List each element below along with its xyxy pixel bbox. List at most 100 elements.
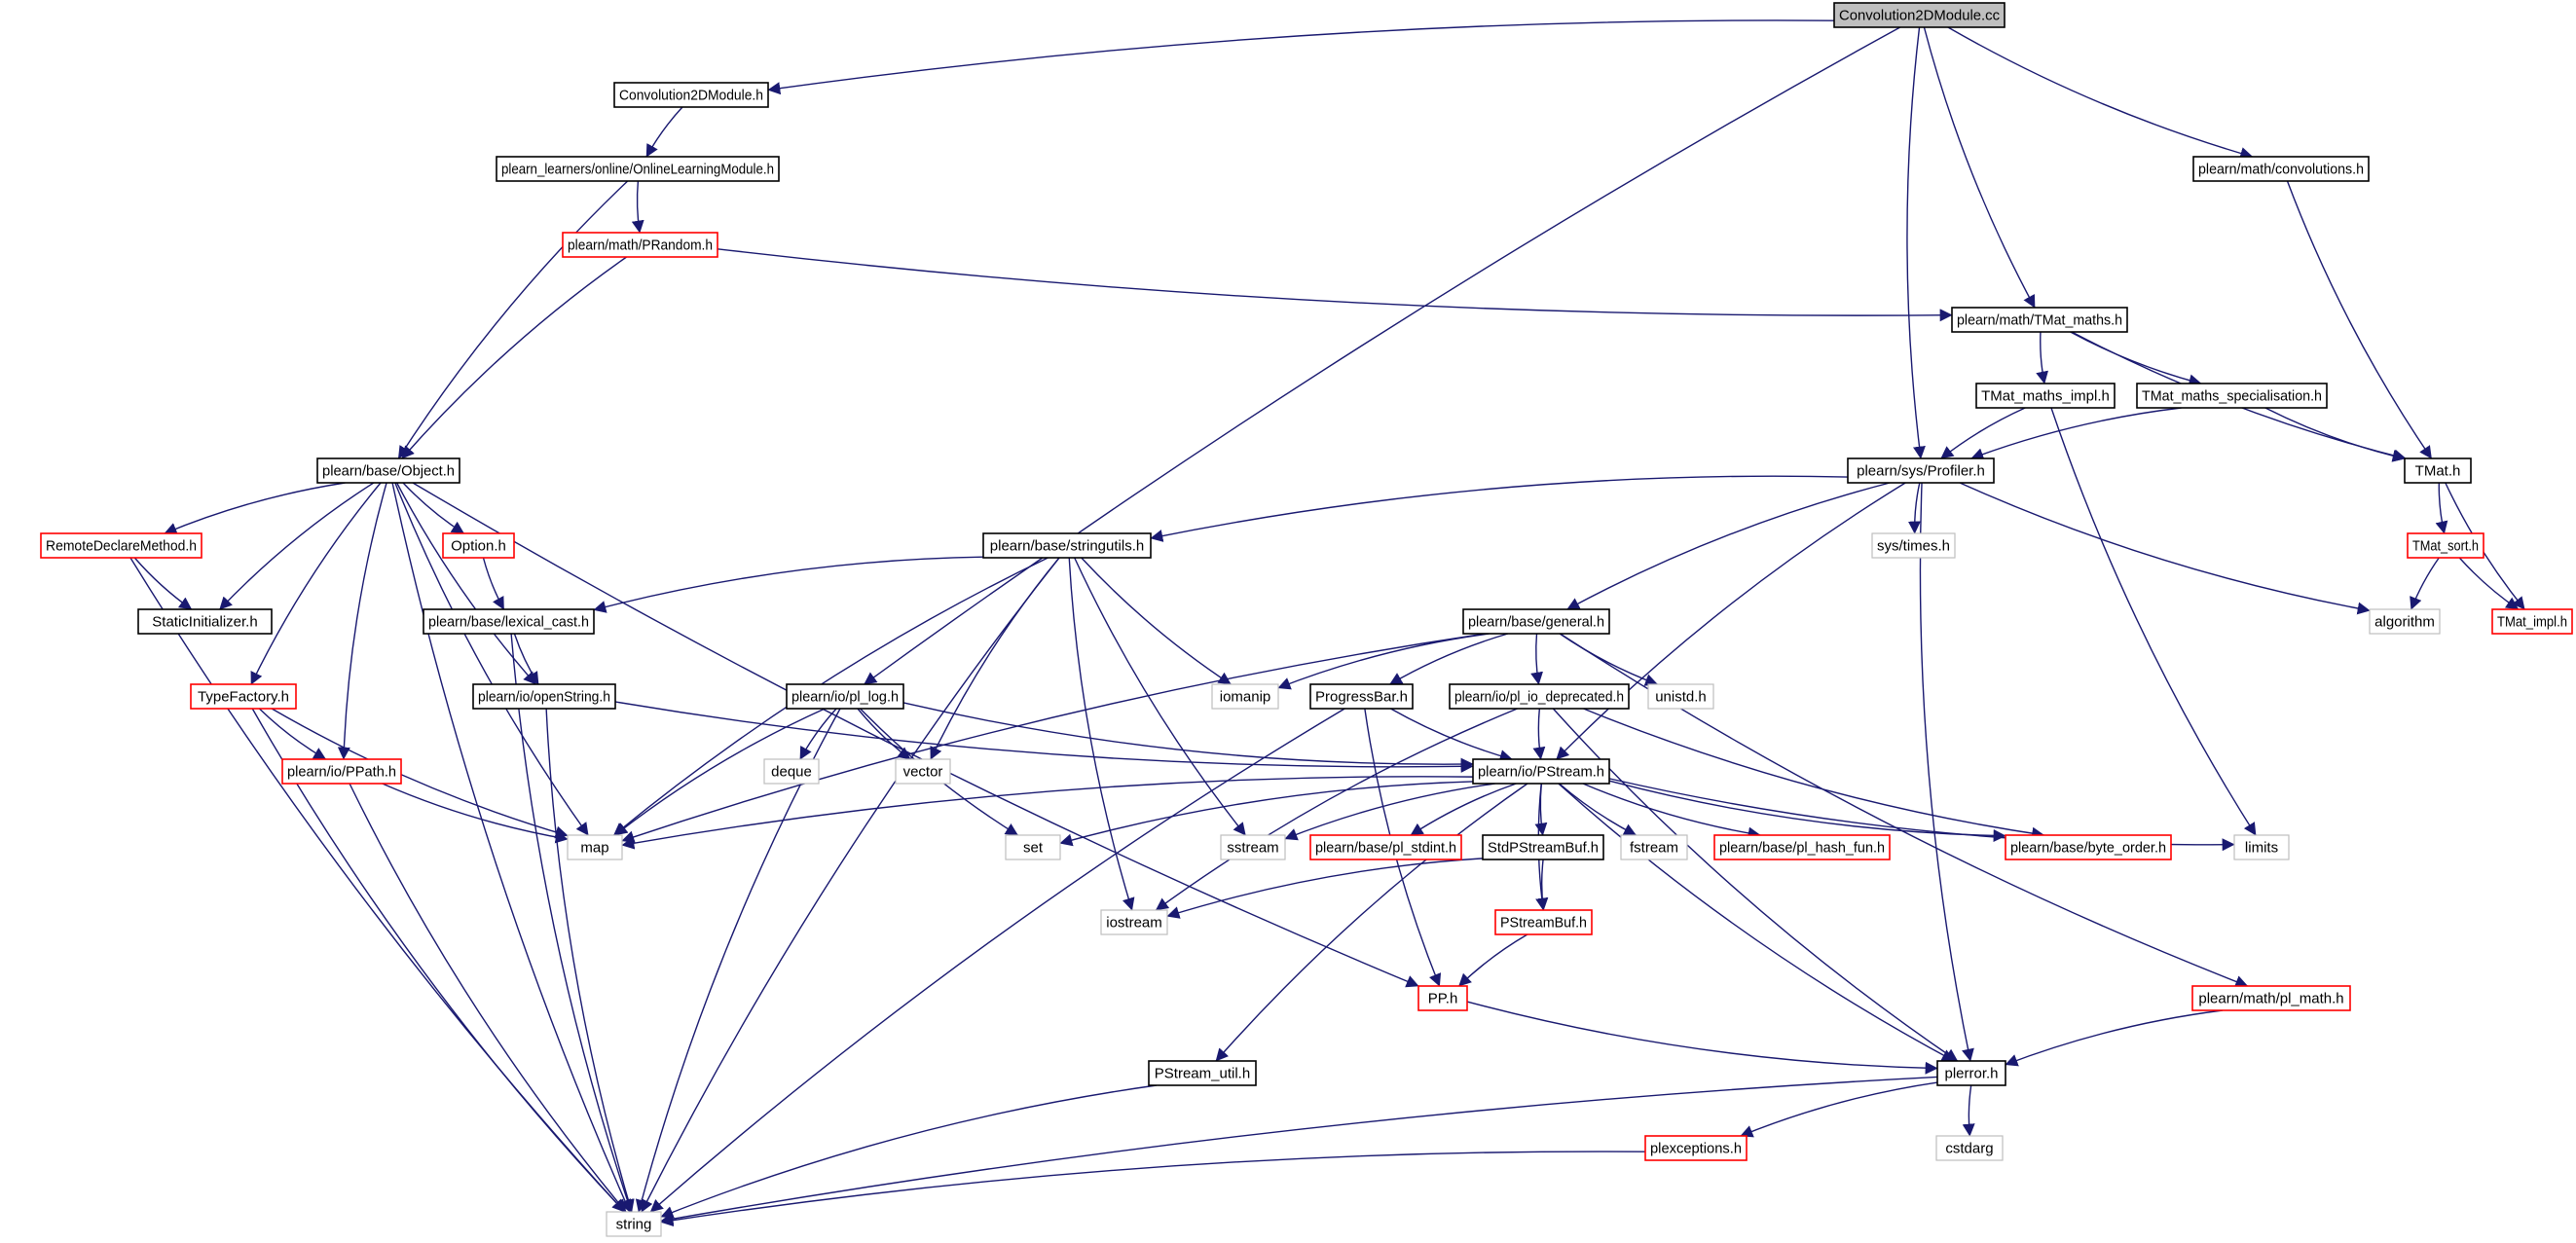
edge-root-to-tmat_maths	[1923, 26, 2036, 309]
node-vector[interactable]: vector	[895, 758, 951, 785]
node-option[interactable]: Option.h	[442, 532, 515, 559]
node-box-pl_log	[786, 683, 904, 710]
edge-profiler-to-plerror	[1919, 482, 1974, 1062]
node-deque[interactable]: deque	[763, 758, 820, 785]
node-label-option: Option.h	[451, 538, 506, 555]
edge-pl_math-to-plerror	[2005, 1009, 2224, 1067]
node-label-fstream: fstream	[1630, 840, 1678, 857]
edge-tmat_sort-to-algorithm	[2410, 557, 2440, 610]
node-tmat_maths[interactable]: plearn/math/TMat_maths.h	[1951, 307, 2128, 333]
edge-object-to-string	[391, 482, 631, 1213]
node-pl_math[interactable]: plearn/math/pl_math.h	[2191, 985, 2351, 1011]
node-typefactory[interactable]: TypeFactory.h	[190, 683, 297, 710]
node-label-staticinit: StaticInitializer.h	[152, 614, 257, 631]
node-pstream[interactable]: plearn/io/PStream.h	[1472, 758, 1610, 785]
node-set[interactable]: set	[1005, 834, 1061, 860]
node-box-general	[1462, 608, 1610, 635]
node-iostream[interactable]: iostream	[1100, 909, 1168, 935]
node-label-openstring: plearn/io/openString.h	[478, 689, 610, 706]
node-ppath[interactable]: plearn/io/PPath.h	[281, 758, 402, 785]
edge-root-to-conv_h	[767, 19, 1835, 95]
node-box-plerror	[1936, 1060, 2006, 1086]
node-pstreambuf[interactable]: PStreamBuf.h	[1494, 909, 1593, 935]
edge-pl_log-to-map	[614, 708, 826, 836]
node-plerror[interactable]: plerror.h	[1936, 1060, 2006, 1086]
edge-general-to-progressbar	[1389, 633, 1509, 685]
edge-remote-to-staticinit	[133, 557, 193, 610]
node-sstream[interactable]: sstream	[1220, 834, 1286, 860]
edge-convolutions-to-tmat	[2286, 180, 2433, 459]
node-map[interactable]: map	[567, 834, 623, 860]
edge-pstream-to-sstream	[1284, 783, 1495, 841]
node-box-pstreambuf	[1494, 909, 1593, 935]
node-tmat_sort[interactable]: TMat_sort.h	[2407, 532, 2484, 559]
node-label-tmat: TMat.h	[2415, 463, 2461, 480]
node-tmat_maths_spec[interactable]: TMat_maths_specialisation.h	[2136, 383, 2328, 409]
node-stringutils[interactable]: plearn/base/stringutils.h	[982, 532, 1152, 559]
node-systimes[interactable]: sys/times.h	[1871, 532, 1956, 559]
node-box-set	[1005, 834, 1061, 860]
node-limits[interactable]: limits	[2233, 834, 2290, 860]
node-box-vector	[895, 758, 951, 785]
node-box-fstream	[1620, 834, 1688, 860]
node-box-prandom	[562, 232, 718, 258]
node-string[interactable]: string	[606, 1211, 662, 1237]
node-tmat_impl[interactable]: TMat_impl.h	[2491, 608, 2573, 635]
edge-profiler-to-systimes	[1907, 482, 1921, 534]
edge-root-to-pl_log	[864, 26, 1901, 685]
node-progressbar[interactable]: ProgressBar.h	[1309, 683, 1414, 710]
node-tmat[interactable]: TMat.h	[2404, 457, 2472, 484]
edge-root-to-convolutions	[1947, 26, 2254, 160]
node-fstream[interactable]: fstream	[1620, 834, 1688, 860]
node-algorithm[interactable]: algorithm	[2369, 608, 2441, 635]
edge-pp-to-plerror	[1466, 1001, 1938, 1075]
node-box-ppath	[281, 758, 402, 785]
node-pl_io_dep[interactable]: plearn/io/pl_io_deprecated.h	[1449, 683, 1630, 710]
node-label-algorithm: algorithm	[2374, 614, 2435, 631]
node-cstdarg[interactable]: cstdarg	[1935, 1135, 2004, 1161]
node-label-convolutions: plearn/math/convolutions.h	[2198, 162, 2364, 178]
node-iomanip[interactable]: iomanip	[1211, 683, 1279, 710]
node-remote[interactable]: RemoteDeclareMethod.h	[40, 532, 202, 559]
node-prandom[interactable]: plearn/math/PRandom.h	[562, 232, 718, 258]
node-convolutions[interactable]: plearn/math/convolutions.h	[2192, 156, 2370, 182]
edge-prandom-to-tmat_maths	[717, 248, 1953, 322]
edge-pl_io_dep-to-byte_order	[1583, 708, 2045, 840]
node-box-unistd	[1647, 683, 1714, 710]
node-pl_hash_fun[interactable]: plearn/base/pl_hash_fun.h	[1713, 834, 1891, 860]
node-pl_stdint[interactable]: plearn/base/pl_stdint.h	[1309, 834, 1462, 860]
edges-layer	[129, 19, 2525, 1227]
node-pl_log[interactable]: plearn/io/pl_log.h	[786, 683, 904, 710]
node-general[interactable]: plearn/base/general.h	[1462, 608, 1610, 635]
node-staticinit[interactable]: StaticInitializer.h	[137, 608, 273, 635]
node-box-olm	[496, 156, 780, 182]
node-root[interactable]: Convolution2DModule.cc	[1833, 2, 2006, 28]
node-pp[interactable]: PP.h	[1417, 985, 1468, 1011]
edge-pl_io_dep-to-iostream	[1155, 708, 1518, 911]
node-profiler[interactable]: plearn/sys/Profiler.h	[1847, 457, 1995, 484]
node-stdpstreambuf[interactable]: StdPStreamBuf.h	[1482, 834, 1604, 860]
edge-object-to-map	[394, 482, 589, 836]
node-pstream_util[interactable]: PStream_util.h	[1148, 1060, 1257, 1086]
node-label-pl_log: plearn/io/pl_log.h	[791, 689, 899, 706]
node-byte_order[interactable]: plearn/base/byte_order.h	[2005, 834, 2172, 860]
node-olm[interactable]: plearn_learners/online/OnlineLearningMod…	[496, 156, 780, 182]
node-plexceptions[interactable]: plexceptions.h	[1644, 1135, 1748, 1161]
node-tmat_maths_impl[interactable]: TMat_maths_impl.h	[1975, 383, 2116, 409]
node-label-remote: RemoteDeclareMethod.h	[46, 538, 197, 555]
node-object[interactable]: plearn/base/Object.h	[316, 457, 460, 484]
node-label-unistd: unistd.h	[1655, 689, 1707, 706]
node-label-tmat_maths_impl: TMat_maths_impl.h	[1981, 388, 2110, 405]
edge-conv_h-to-olm	[645, 106, 683, 158]
node-box-progressbar	[1309, 683, 1414, 710]
node-box-sstream	[1220, 834, 1286, 860]
node-box-pp	[1417, 985, 1468, 1011]
node-conv_h[interactable]: Convolution2DModule.h	[613, 82, 769, 108]
node-openstring[interactable]: plearn/io/openString.h	[472, 683, 616, 710]
node-lexical_cast[interactable]: plearn/base/lexical_cast.h	[423, 608, 595, 635]
node-label-lexical_cast: plearn/base/lexical_cast.h	[428, 614, 589, 631]
edge-openstring-to-string	[545, 708, 635, 1213]
edge-pstream_util-to-string	[660, 1084, 1157, 1219]
node-box-cstdarg	[1935, 1135, 2004, 1161]
node-unistd[interactable]: unistd.h	[1647, 683, 1714, 710]
